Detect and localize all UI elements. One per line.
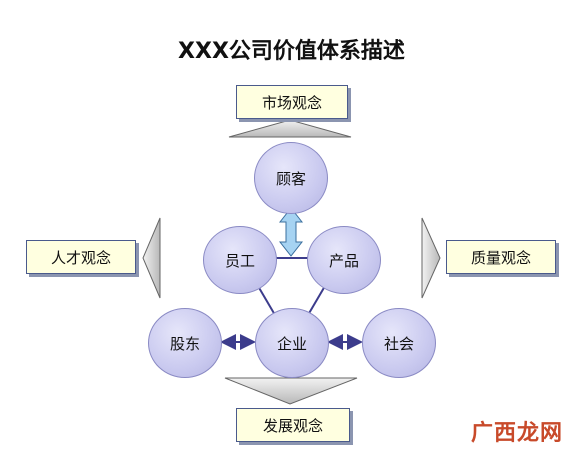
employee-circle: 员工: [203, 226, 277, 294]
left-pointer-triangle: [142, 217, 161, 299]
connector-employee-enterprise: [257, 285, 276, 316]
top-pointer-triangle: [228, 119, 352, 138]
connector-product-enterprise: [307, 285, 326, 316]
diagram-title: XXX公司价值体系描述: [178, 39, 405, 64]
market-concept-box: 市场观念: [236, 85, 348, 119]
talent-concept-box: 人才观念: [26, 240, 136, 274]
product-circle: 产品: [307, 226, 381, 294]
development-concept-box: 发展观念: [236, 408, 350, 442]
customer-circle: 顾客: [254, 142, 328, 214]
shareholder-circle: 股东: [148, 308, 222, 378]
right-pointer-triangle: [421, 217, 441, 299]
quality-concept-box: 质量观念: [446, 240, 556, 274]
watermark-logo: 广西龙网: [470, 421, 563, 446]
society-circle: 社会: [362, 308, 436, 378]
enterprise-circle: 企业: [255, 308, 329, 378]
bottom-pointer-triangle: [224, 377, 358, 405]
customer-core-block-arrow: [278, 207, 304, 257]
